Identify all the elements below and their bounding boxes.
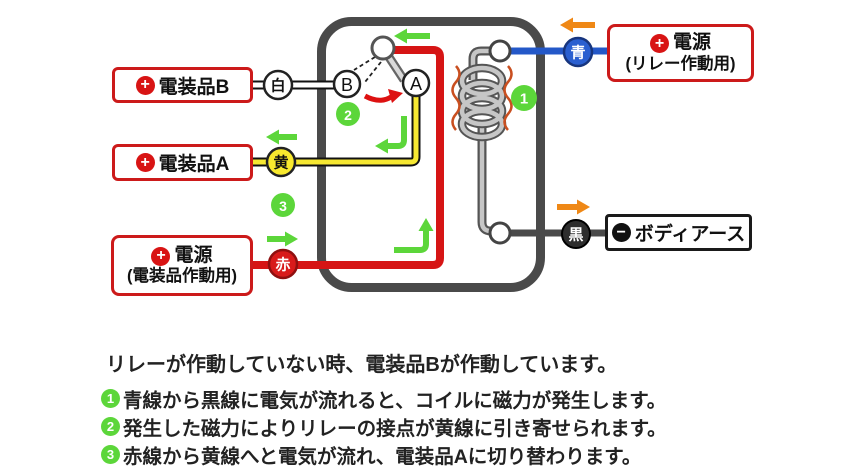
component-a-box: + 電装品A bbox=[112, 144, 253, 181]
component-a-label: 電装品A bbox=[158, 154, 230, 175]
badge-step3: 3 bbox=[271, 193, 295, 217]
relay-coil bbox=[451, 39, 513, 245]
arrow-right-red-icon bbox=[267, 231, 298, 247]
flow-arrows-green bbox=[266, 28, 434, 253]
caption-step-1: 1 青線から黒線に電気が流れると、コイルに磁力が発生します。 bbox=[101, 384, 666, 413]
plus-icon: + bbox=[135, 75, 155, 95]
arrow-left-top-icon bbox=[394, 28, 430, 44]
contact-b-label: B bbox=[341, 75, 353, 95]
svg-text:2: 2 bbox=[344, 107, 352, 123]
svg-text:1: 1 bbox=[520, 91, 528, 108]
terminal-blue-label: 青 bbox=[570, 44, 585, 62]
badge-step2: 2 bbox=[336, 102, 360, 126]
terminal-white: 白 bbox=[262, 69, 294, 101]
arrow-left-blue-icon bbox=[560, 17, 595, 33]
terminal-white-label: 白 bbox=[270, 77, 285, 95]
step1-badge-icon: 1 bbox=[101, 389, 120, 408]
component-b-box: + 電装品B bbox=[112, 67, 253, 103]
power-relay-box: + 電源 (リレー作動用) bbox=[607, 24, 754, 82]
diagram-step-badges: 1 2 3 bbox=[271, 85, 537, 217]
step2-text: 発生した磁力によりリレーの接点が黄線に引き寄せられます。 bbox=[123, 418, 667, 440]
caption-step-3: 3 赤線から黄線へと電気が流れ、電装品Aに切り替わります。 bbox=[101, 440, 641, 469]
coil-terminal-bottom bbox=[488, 221, 512, 245]
step1-text: 青線から黒線に電気が流れると、コイルに磁力が発生します。 bbox=[123, 390, 667, 412]
magnetism-wave-right bbox=[503, 65, 513, 131]
magnetism-wave-left bbox=[451, 65, 461, 131]
terminal-yellow-label: 黄 bbox=[273, 154, 288, 172]
power-relay-subtitle: (リレー作動用) bbox=[625, 54, 736, 73]
caption-step-2: 2 発生した磁力によりリレーの接点が黄線に引き寄せられます。 bbox=[101, 412, 667, 441]
power-relay-title: 電源 bbox=[672, 32, 711, 54]
component-b-label: 電装品B bbox=[158, 76, 230, 98]
arrow-left-yellow-icon bbox=[266, 129, 297, 145]
terminal-yellow: 黄 bbox=[265, 146, 297, 178]
power-component-title: 電源 bbox=[174, 244, 213, 266]
terminal-black: 黒 bbox=[561, 219, 591, 249]
step3-text: 赤線から黄線へと電気が流れ、電装品Aに切り替わります。 bbox=[123, 446, 642, 468]
switch-motion-arrow bbox=[363, 93, 393, 103]
plus-icon: + bbox=[649, 34, 669, 53]
coil-terminal-top bbox=[488, 39, 512, 63]
step2-badge-icon: 2 bbox=[101, 417, 120, 436]
flow-arrows-orange bbox=[557, 17, 595, 215]
plus-icon: + bbox=[135, 153, 155, 172]
body-earth-box: − ボディアース bbox=[605, 214, 752, 251]
body-earth-label: ボディアース bbox=[634, 224, 746, 245]
caption-intro: リレーが作動していない時、電装品Bが作動しています。 bbox=[106, 354, 618, 376]
arrow-right-black-icon bbox=[557, 199, 590, 215]
plus-icon: + bbox=[151, 246, 171, 266]
red-wire bbox=[252, 46, 444, 269]
power-component-subtitle: (電装品作動用) bbox=[127, 267, 237, 286]
arrow-elbow-down-left-icon bbox=[375, 116, 407, 154]
power-component-box: + 電源 (電装品作動用) bbox=[111, 235, 253, 296]
yellow-wire bbox=[252, 96, 421, 167]
contact-a-label: A bbox=[410, 74, 422, 94]
relay-circuit-svg: B A 白 黄 赤 青 黒 bbox=[252, 17, 610, 292]
relay-switch bbox=[353, 35, 408, 103]
switch-pivot bbox=[370, 35, 396, 61]
coil-loops bbox=[457, 63, 507, 142]
relay-housing bbox=[317, 17, 545, 292]
arrow-elbow-up-icon bbox=[394, 218, 434, 253]
terminal-black-label: 黒 bbox=[568, 227, 583, 244]
badge-step1: 1 bbox=[511, 85, 537, 111]
terminal-red-label: 赤 bbox=[275, 256, 290, 274]
terminal-blue: 青 bbox=[562, 36, 594, 68]
terminal-red: 赤 bbox=[267, 248, 299, 280]
minus-icon: − bbox=[611, 223, 631, 242]
svg-text:3: 3 bbox=[279, 198, 287, 214]
contact-b: B bbox=[332, 69, 362, 99]
step3-badge-icon: 3 bbox=[101, 445, 120, 464]
contact-a: A bbox=[401, 68, 431, 98]
